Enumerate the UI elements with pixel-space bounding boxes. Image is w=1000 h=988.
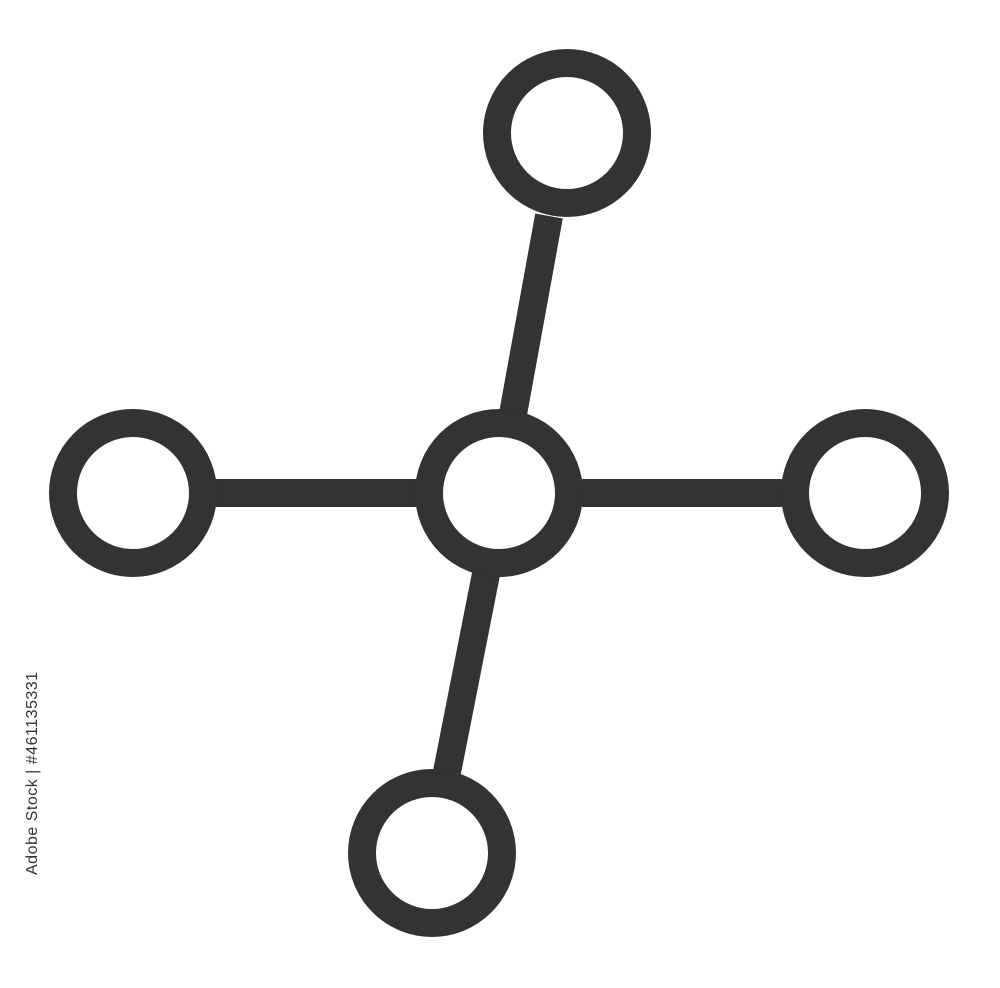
connector-top	[499, 213, 563, 417]
node-bottom	[348, 769, 516, 937]
connector-bottom	[433, 571, 500, 775]
node-right	[781, 409, 949, 577]
node-left	[49, 409, 217, 577]
stock-credit: Adobe Stock | #461135331	[24, 671, 41, 875]
connector-lines	[214, 213, 782, 775]
node-center	[415, 409, 583, 577]
nodes	[49, 49, 949, 937]
node-top	[483, 49, 651, 217]
